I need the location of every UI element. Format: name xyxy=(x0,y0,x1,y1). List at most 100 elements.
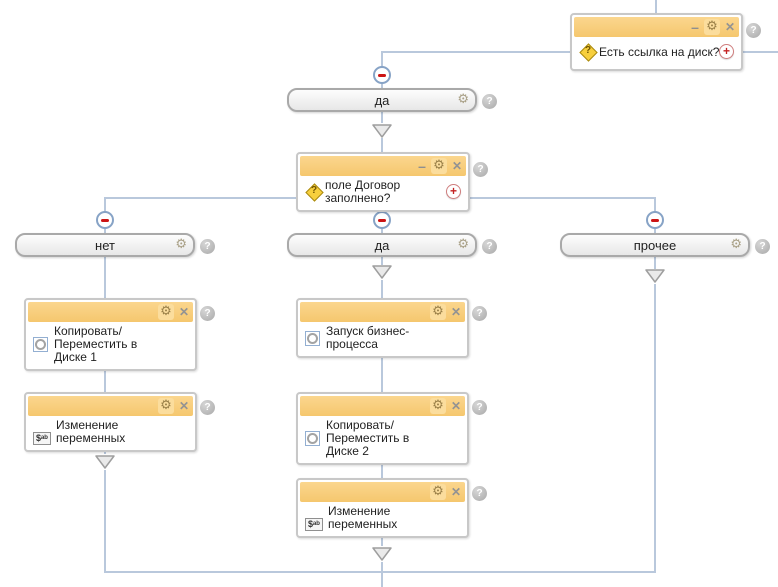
connector-line xyxy=(381,138,383,153)
settings-gear-icon[interactable]: ⚙ xyxy=(457,92,469,107)
connector-line xyxy=(743,51,778,53)
close-icon[interactable]: ✕ xyxy=(450,399,461,413)
condition-block-contract[interactable]: – ⚙ ✕ ? поле Договор заполнено? + ? xyxy=(296,152,488,212)
task-block-start-bp[interactable]: ⚙ ✕ Запуск бизнес-процесса ? xyxy=(296,298,487,358)
condition-icon: ? xyxy=(579,43,598,62)
connector-line xyxy=(654,197,656,212)
block-header: ⚙ ✕ xyxy=(300,396,465,416)
close-icon[interactable]: ✕ xyxy=(451,159,462,173)
minimize-icon[interactable]: – xyxy=(691,19,699,35)
block-title: Изменение переменных xyxy=(327,504,398,531)
settings-gear-icon[interactable]: ⚙ xyxy=(157,398,174,414)
block-header: ⚙ ✕ xyxy=(300,302,465,322)
insert-point-arrow[interactable] xyxy=(370,545,394,563)
block-header: – ⚙ ✕ xyxy=(574,17,739,37)
help-icon[interactable]: ? xyxy=(472,400,487,415)
close-icon[interactable]: ✕ xyxy=(178,305,189,319)
collapse-branch-button[interactable] xyxy=(646,211,664,229)
settings-gear-icon[interactable]: ⚙ xyxy=(429,398,446,414)
settings-gear-icon[interactable]: ⚙ xyxy=(175,237,187,252)
close-icon[interactable]: ✕ xyxy=(724,20,735,34)
connector-line xyxy=(381,228,383,234)
connector-line xyxy=(381,112,383,123)
connector-line xyxy=(654,284,656,573)
close-icon[interactable]: ✕ xyxy=(450,305,461,319)
help-icon[interactable]: ? xyxy=(746,23,761,38)
branch-label: нет xyxy=(95,237,115,253)
add-branch-button[interactable]: + xyxy=(446,184,461,199)
help-icon[interactable]: ? xyxy=(200,400,215,415)
connector-line xyxy=(469,197,656,199)
help-icon[interactable]: ? xyxy=(482,94,497,109)
connector-line xyxy=(381,280,383,298)
insert-point-arrow[interactable] xyxy=(643,267,667,285)
condition-icon: ? xyxy=(305,183,324,202)
task-icon xyxy=(305,330,320,346)
connector-line xyxy=(654,228,656,234)
insert-point-arrow[interactable] xyxy=(93,453,117,471)
connector-line xyxy=(381,562,383,587)
condition-block-disk-link[interactable]: – ⚙ ✕ ? Есть ссылка на диск? + ? xyxy=(570,13,761,71)
collapse-branch-button[interactable] xyxy=(96,211,114,229)
variables-icon: $ᵃᵇ xyxy=(33,432,51,445)
minus-icon xyxy=(378,218,386,222)
connector-line xyxy=(104,197,297,199)
block-title: Копировать/Переместить в Диске 1 xyxy=(54,324,138,364)
block-header: ⚙ ✕ xyxy=(300,482,465,502)
branch-bar-other[interactable]: прочее ⚙ ? xyxy=(560,233,770,257)
block-title: Запуск бизнес-процесса xyxy=(326,324,410,351)
block-header: ⚙ ✕ xyxy=(28,302,193,322)
task-block-modify-variables-mid[interactable]: ⚙ ✕ $ᵃᵇ Изменение переменных ? xyxy=(296,478,487,538)
connector-line xyxy=(104,470,106,573)
connector-line xyxy=(381,352,383,392)
connector-line xyxy=(381,464,383,478)
help-icon[interactable]: ? xyxy=(472,306,487,321)
collapse-branch-button[interactable] xyxy=(373,66,391,84)
connector-line xyxy=(381,51,572,53)
connector-line xyxy=(104,197,106,212)
connector-line xyxy=(104,571,656,573)
settings-gear-icon[interactable]: ⚙ xyxy=(730,237,742,252)
settings-gear-icon[interactable]: ⚙ xyxy=(457,237,469,252)
task-block-copy-disk2[interactable]: ⚙ ✕ Копировать/Переместить в Диске 2 ? xyxy=(296,392,487,465)
block-title: Копировать/Переместить в Диске 2 xyxy=(326,418,410,458)
close-icon[interactable]: ✕ xyxy=(178,399,189,413)
variables-icon: $ᵃᵇ xyxy=(305,518,323,531)
insert-point-arrow[interactable] xyxy=(370,122,394,140)
help-icon[interactable]: ? xyxy=(200,306,215,321)
help-icon[interactable]: ? xyxy=(755,239,770,254)
block-title: Изменение переменных xyxy=(55,418,126,445)
settings-gear-icon[interactable]: ⚙ xyxy=(429,484,446,500)
connector-line xyxy=(104,257,106,298)
block-header: – ⚙ ✕ xyxy=(300,156,466,176)
block-header: ⚙ ✕ xyxy=(28,396,193,416)
insert-point-arrow[interactable] xyxy=(370,263,394,281)
branch-bar-yes[interactable]: да ⚙ ? xyxy=(287,233,497,257)
settings-gear-icon[interactable]: ⚙ xyxy=(429,304,446,320)
branch-bar-no[interactable]: нет ⚙ ? xyxy=(15,233,215,257)
help-icon[interactable]: ? xyxy=(472,486,487,501)
connector-line xyxy=(654,257,656,269)
settings-gear-icon[interactable]: ⚙ xyxy=(703,19,720,35)
collapse-branch-button[interactable] xyxy=(373,211,391,229)
block-title: поле Договор заполнено? xyxy=(325,178,401,205)
minus-icon xyxy=(651,218,659,222)
close-icon[interactable]: ✕ xyxy=(450,485,461,499)
help-icon[interactable]: ? xyxy=(200,239,215,254)
task-block-copy-disk1[interactable]: ⚙ ✕ Копировать/Переместить в Диске 1 ? xyxy=(24,298,215,371)
minus-icon xyxy=(101,218,109,222)
connector-line xyxy=(381,257,383,265)
settings-gear-icon[interactable]: ⚙ xyxy=(157,304,174,320)
connector-line xyxy=(381,83,383,89)
branch-label: да xyxy=(374,92,390,108)
add-branch-button[interactable]: + xyxy=(719,44,734,59)
branch-label: прочее xyxy=(633,237,677,253)
branch-bar-yes-top[interactable]: да ⚙ ? xyxy=(287,88,497,112)
task-icon xyxy=(305,431,320,446)
help-icon[interactable]: ? xyxy=(473,162,488,177)
minimize-icon[interactable]: – xyxy=(418,158,426,174)
task-block-modify-variables-left[interactable]: ⚙ ✕ $ᵃᵇ Изменение переменных ? xyxy=(24,392,215,452)
settings-gear-icon[interactable]: ⚙ xyxy=(430,158,447,174)
help-icon[interactable]: ? xyxy=(482,239,497,254)
